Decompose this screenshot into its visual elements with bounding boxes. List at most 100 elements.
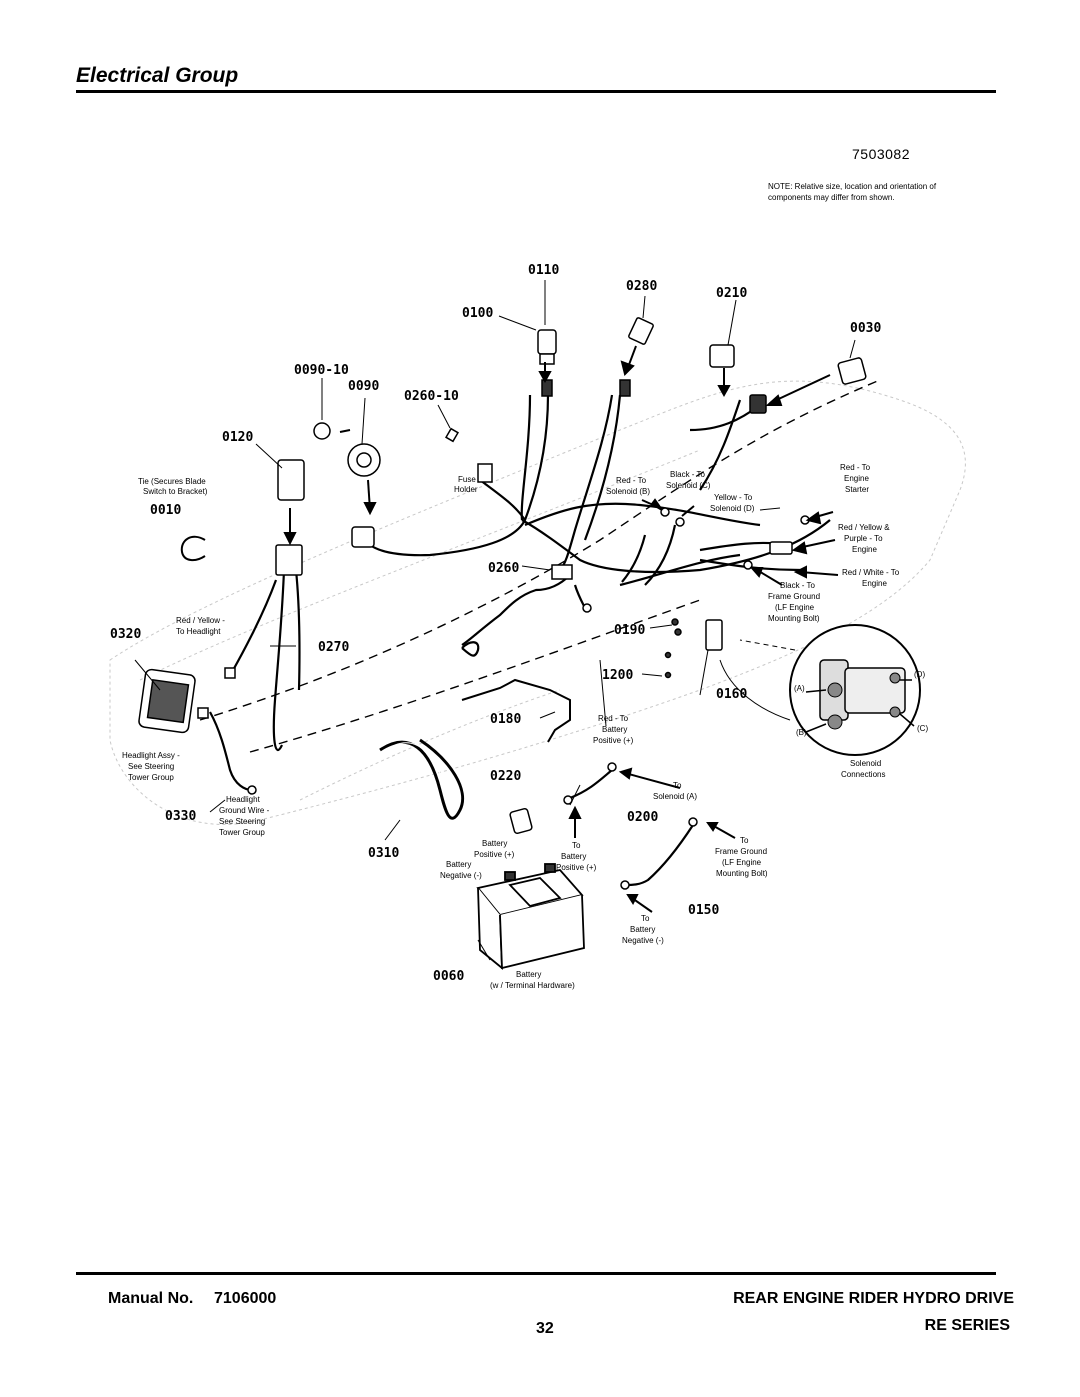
part-number: 0090 [348,379,379,394]
solenoid-detail [719,624,921,756]
label-to-battery-neg-1: To [641,914,650,923]
label-red-battery-pos-2: Battery [602,725,627,734]
label-black-frame-1: Black - To [780,581,816,590]
page-number: 32 [536,1320,554,1337]
part-number: 0100 [462,306,493,321]
label-terminal-a: (A) [794,684,805,693]
label-headlight-assy-1: Headlight Assy - [122,751,180,760]
part-number: 0180 [490,712,521,727]
part-number: 0030 [850,321,881,336]
label-red-yellow-headlight-1: Red / Yellow - [176,616,225,625]
label-headlight-ground-4: Tower Group [219,828,265,837]
connector-0320 [275,544,303,576]
part-number: 0260-10 [404,389,459,404]
connector-0260 [551,564,573,580]
part-number: 1200 [602,668,633,683]
label-terminal-c: (C) [917,724,928,733]
footer-series: RE SERIES [924,1317,1010,1334]
label-to-sol-a-2: Solenoid (A) [653,792,697,801]
label-battery-hw-2: (w / Terminal Hardware) [490,981,575,990]
label-red-battery-pos-3: Positive (+) [593,736,634,745]
label-red-white-1: Red / White - To [842,568,900,577]
part-number: 0120 [222,430,253,445]
label-black-sol-c-1: Black - To [670,470,706,479]
label-battery-hw-1: Battery [516,970,541,979]
arrows [283,345,839,913]
part-number: 0090-10 [294,363,349,378]
footer-manual-number: 7106000 [214,1290,277,1307]
ignition-switch-0110 [537,329,557,355]
label-to-battery-pos-2: Battery [561,852,586,861]
label-yellow-sol-d-2: Solenoid (D) [710,504,755,513]
part-number: 0270 [318,640,349,655]
label-to-frame-ground-2: Frame Ground [715,847,767,856]
label-black-frame-4: Mounting Bolt) [768,614,820,623]
label-red-yellow-1: Red / Yellow & [838,523,890,532]
label-to-frame-ground-4: Mounting Bolt) [716,869,768,878]
solenoid-0160 [705,619,723,651]
battery-0060 [476,863,585,970]
part-number: 0220 [490,769,521,784]
part-number: 0280 [626,279,657,294]
label-solenoid-conn-2: Connections [841,770,885,779]
part-number: 0200 [627,810,658,825]
label-red-yellow-3: Engine [852,545,877,554]
tie-0010-symbol [180,535,206,562]
label-red-engine-2: Engine [844,474,869,483]
chassis-dashed-edge [199,379,881,753]
label-terminal-d: (D) [914,670,925,679]
label-battery-neg-2: Negative (-) [440,871,482,880]
label-red-battery-pos-1: Red - To [598,714,629,723]
label-black-sol-c-2: Solenoid (C) [666,481,711,490]
label-yellow-sol-d-1: Yellow - To [714,493,753,502]
part-number: 0160 [716,687,747,702]
label-black-frame-3: (LF Engine [775,603,815,612]
part-number: 0010 [150,503,181,518]
fuse-holder [477,463,493,483]
label-battery-neg-1: Battery [446,860,471,869]
footer-rule [76,1272,996,1275]
label-headlight-ground-3: See Steering [219,817,265,826]
terminal-cover-0220 [509,807,533,835]
seat-switch-0120 [277,459,305,501]
label-to-sol-a-1: To [673,781,682,790]
part-number: 0260 [488,561,519,576]
fuse-0260-10 [445,427,459,443]
page-title: Electrical Group [76,64,239,87]
label-headlight-assy-3: Tower Group [128,773,174,782]
part-number: 0310 [368,846,399,861]
label-black-frame-2: Frame Ground [768,592,820,601]
callout-labels: Tie (Secures Blade Switch to Bracket) Fu… [122,463,928,990]
label-terminal-b: (B) [796,728,807,737]
relay-0280 [628,317,654,345]
label-headlight-ground-2: Ground Wire - [219,806,270,815]
label-headlight-assy-2: See Steering [128,762,174,771]
label-to-frame-ground-1: To [740,836,749,845]
label-battery-pos-2: Positive (+) [474,850,515,859]
part-number: 0330 [165,809,196,824]
label-to-frame-ground-3: (LF Engine [722,858,762,867]
part-number: 0060 [433,969,464,984]
label-red-yellow-2: Purple - To [844,534,883,543]
label-solenoid-conn-1: Solenoid [850,759,881,768]
label-red-engine-3: Starter [845,485,869,494]
label-red-engine-1: Red - To [840,463,871,472]
footer-product: REAR ENGINE RIDER HYDRO DRIVE [733,1290,1014,1307]
label-red-yellow-headlight-2: To Headlight [176,627,221,636]
part-numbers: 0110 0280 0210 0100 0030 0090-10 0090 02… [110,263,881,984]
cable-loop-0310 [379,738,465,820]
knob-0090-10 [313,422,331,440]
switch-0030 [837,357,867,385]
label-to-battery-pos-3: Positive (+) [556,863,597,872]
diagram-note: NOTE: Relative size, location and orient… [768,182,937,202]
label-tie-1: Tie (Secures Blade [138,477,206,486]
connector-0210 [709,344,735,368]
part-number: 0190 [614,623,645,638]
part-number: 0150 [688,903,719,918]
label-red-white-2: Engine [862,579,887,588]
label-fuse-2: Holder [454,485,478,494]
label-to-battery-pos-1: To [572,841,581,850]
label-to-battery-neg-2: Battery [630,925,655,934]
title-rule [76,90,996,93]
